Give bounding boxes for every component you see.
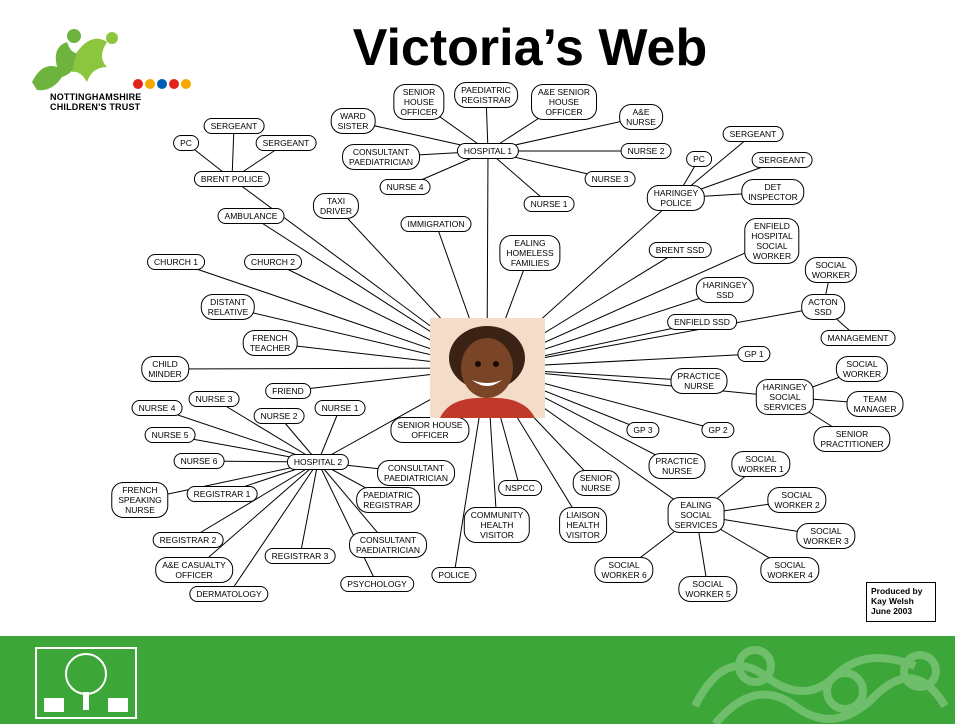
children-running-logo-icon [32, 29, 191, 91]
node-ambulance: AMBULANCE [217, 208, 285, 224]
node-ealing-social-services: EALING SOCIAL SERVICES [667, 497, 725, 533]
node-paediatric-registrar-h2: PAEDIATRIC REGISTRAR [356, 487, 420, 513]
tree-emblem-icon [35, 647, 137, 719]
node-gp3: GP 3 [626, 422, 660, 438]
child-photo [430, 318, 545, 418]
node-senior-house-officer-h2: SENIOR HOUSE OFFICER [390, 417, 470, 443]
node-senior-nurse: SENIOR NURSE [572, 470, 620, 496]
produced-by-note: Produced by Kay Welsh June 2003 [866, 582, 936, 622]
link-hospital2-consultant-paediatrician-h2b [317, 461, 389, 546]
node-sergeant-h2: SERGEANT [751, 152, 813, 168]
node-social-worker-4: SOCIAL WORKER 4 [760, 557, 820, 583]
node-social-worker-2: SOCIAL WORKER 2 [767, 487, 827, 513]
node-social-worker-6: SOCIAL WORKER 6 [594, 557, 654, 583]
node-consultant-paediatrician-h2b: CONSULTANT PAEDIATRICIAN [349, 532, 427, 558]
link-hospital2-psychology [317, 461, 378, 585]
node-gp2: GP 2 [701, 422, 735, 438]
link-hospital2-dermatology [228, 461, 319, 595]
node-hospital1: HOSPITAL 1 [456, 143, 520, 159]
node-consultant-paediatrician-h2a: CONSULTANT PAEDIATRICIAN [377, 460, 455, 486]
node-nurse1-h1: NURSE 1 [523, 196, 575, 212]
node-friend: FRIEND [265, 383, 311, 399]
node-child-minder: CHILD MINDER [141, 356, 189, 382]
node-sergeant-b2: SERGEANT [255, 135, 317, 151]
node-social-worker-3: SOCIAL WORKER 3 [796, 523, 856, 549]
link-hospital2-registrar3 [299, 461, 319, 557]
node-consultant-paediatrician-h1: CONSULTANT PAEDIATRICIAN [342, 144, 420, 170]
node-social-worker-hss: SOCIAL WORKER [835, 356, 889, 382]
node-taxi-driver: TAXI DRIVER [312, 193, 360, 219]
link-hospital2-nurse4-h2 [156, 407, 319, 463]
link-hospital2-ae-casualty-officer [193, 461, 319, 571]
node-ae-senior-house-officer: A&E SENIOR HOUSE OFFICER [531, 84, 597, 120]
node-nspcc: NSPCC [498, 480, 542, 496]
node-registrar2: REGISTRAR 2 [152, 532, 224, 548]
node-pc-h: PC [686, 151, 712, 167]
node-acton-ssd: ACTON SSD [801, 294, 845, 320]
link-hospital2-nurse3-h2 [213, 398, 319, 463]
node-nurse4-h2: NURSE 4 [131, 400, 183, 416]
node-church1: CHURCH 1 [147, 254, 205, 270]
node-nurse4-h1: NURSE 4 [379, 179, 431, 195]
node-liaison-health-visitor: LIAISON HEALTH VISITOR [559, 507, 607, 543]
node-french-teacher: FRENCH TEACHER [242, 330, 298, 356]
node-sergeant-b1: SERGEANT [203, 118, 265, 134]
node-social-worker-5: SOCIAL WORKER 5 [678, 576, 738, 602]
node-nurse3-h2: NURSE 3 [188, 391, 240, 407]
node-management: MANAGEMENT [820, 330, 896, 346]
node-ae-nurse: A&E NURSE [619, 104, 663, 130]
node-enfield-ssd: ENFIELD SSD [667, 314, 737, 330]
page-title: Victoria’s Web [352, 19, 708, 77]
node-practice-nurse-2: PRACTICE NURSE [648, 453, 706, 479]
node-church2: CHURCH 2 [244, 254, 302, 270]
node-ward-sister: WARD SISTER [330, 108, 376, 134]
node-haringey-police: HARINGEY POLICE [646, 185, 706, 211]
node-haringey-social-services: HARINGEY SOCIAL SERVICES [755, 379, 815, 415]
node-distant-relative: DISTANT RELATIVE [200, 294, 256, 320]
node-practice-nurse-1: PRACTICE NURSE [670, 368, 728, 394]
node-senior-house-officer-h1: SENIOR HOUSE OFFICER [393, 84, 445, 120]
node-nurse3-h1: NURSE 3 [584, 171, 636, 187]
node-senior-practitioner: SENIOR PRACTITIONER [813, 426, 891, 452]
node-nurse5-h2: NURSE 5 [144, 427, 196, 443]
node-pc-b: PC [173, 135, 199, 151]
link-hospital2-nurse1-h2 [317, 407, 341, 463]
celtic-knot-pattern-icon [691, 646, 949, 724]
node-social-worker-acton: SOCIAL WORKER [804, 257, 858, 283]
node-team-manager: TEAM MANAGER [846, 391, 904, 417]
link-hospital2-french-speaking-nurse [139, 461, 319, 501]
node-nurse6-h2: NURSE 6 [173, 453, 225, 469]
node-social-worker-1: SOCIAL WORKER 1 [731, 451, 791, 477]
node-ae-casualty-officer: A&E CASUALTY OFFICER [155, 557, 233, 583]
node-nurse2-h2: NURSE 2 [253, 408, 305, 424]
node-french-speaking-nurse: FRENCH SPEAKING NURSE [111, 482, 169, 518]
node-gp1: GP 1 [737, 346, 771, 362]
node-nurse2-h1: NURSE 2 [620, 143, 672, 159]
node-registrar3: REGISTRAR 3 [264, 548, 336, 564]
org-name-line1: NOTTINGHAMSHIRE [50, 92, 142, 102]
node-sergeant-h1: SERGEANT [722, 126, 784, 142]
node-paediatric-registrar-h1: PAEDIATRIC REGISTRAR [454, 82, 518, 108]
node-community-health-visitor: COMMUNITY HEALTH VISITOR [463, 507, 531, 543]
node-enfield-hospital-sw: ENFIELD HOSPITAL SOCIAL WORKER [744, 218, 800, 264]
node-police: POLICE [431, 567, 477, 583]
org-name-line2: CHILDREN'S TRUST [50, 102, 141, 112]
node-brent-police: BRENT POLICE [193, 171, 271, 187]
node-nurse1-h2: NURSE 1 [314, 400, 366, 416]
node-immigration: IMMIGRATION [400, 216, 472, 232]
footer-band [0, 636, 955, 724]
childrens-trust-logo: NOTTINGHAMSHIRE CHILDREN'S TRUST [12, 22, 212, 122]
node-brent-ssd: BRENT SSD [648, 242, 712, 258]
node-haringey-ssd: HARINGEY SSD [695, 277, 755, 303]
node-dermatology: DERMATOLOGY [189, 586, 269, 602]
node-psychology: PSYCHOLOGY [340, 576, 414, 592]
node-ealing-homeless: EALING HOMELESS FAMILIES [499, 235, 561, 271]
link-brent-police-sergeant-b1 [231, 125, 235, 180]
link-hospital1-nurse1-h1 [487, 150, 550, 205]
node-registrar1: REGISTRAR 1 [186, 486, 258, 502]
node-hospital2: HOSPITAL 2 [286, 454, 350, 470]
node-det-inspector: DET INSPECTOR [741, 179, 805, 205]
